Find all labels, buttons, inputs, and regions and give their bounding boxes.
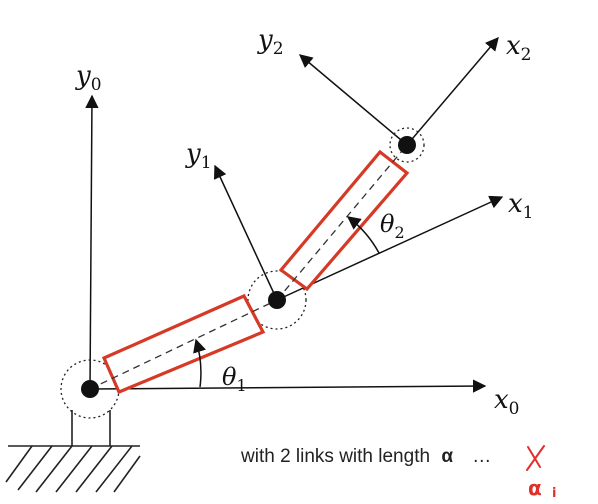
axis-y2 xyxy=(298,54,408,146)
handwritten-annotation: α i xyxy=(528,476,556,501)
strike-mark xyxy=(526,445,545,471)
label-theta1: θ1 xyxy=(222,363,247,395)
ground xyxy=(5,445,141,493)
axis-y0 xyxy=(85,94,99,390)
label-y0: y0 xyxy=(75,61,102,95)
label-x1: x1 xyxy=(508,189,534,223)
joint-2 xyxy=(398,136,416,154)
svg-text:α: α xyxy=(528,476,542,500)
axis-x1 xyxy=(276,195,504,301)
label-theta2: θ2 xyxy=(380,210,405,242)
joint-ring-2 xyxy=(389,127,425,163)
joint-1 xyxy=(268,291,286,309)
svg-text:i: i xyxy=(552,486,556,501)
axis-x2 xyxy=(406,36,499,146)
label-y1: y1 xyxy=(185,139,212,173)
axis-y1 xyxy=(213,164,278,301)
caption: with 2 links with length α … xyxy=(240,446,491,467)
angle-arc-theta1 xyxy=(193,338,207,388)
link-1 xyxy=(89,293,278,395)
base-support xyxy=(71,410,111,446)
caption-struck-symbol: α xyxy=(441,446,453,467)
label-y2: y2 xyxy=(257,25,284,59)
joint-0 xyxy=(81,380,99,398)
angle-arc-theta2 xyxy=(346,216,380,254)
link-2 xyxy=(276,144,410,301)
caption-text: with 2 links with length xyxy=(240,446,430,467)
label-x0: x0 xyxy=(494,385,520,419)
caption-ellipsis: … xyxy=(472,446,491,467)
label-x2: x2 xyxy=(506,31,532,65)
axis-x0 xyxy=(89,379,487,393)
joint-ring-1 xyxy=(247,270,307,330)
